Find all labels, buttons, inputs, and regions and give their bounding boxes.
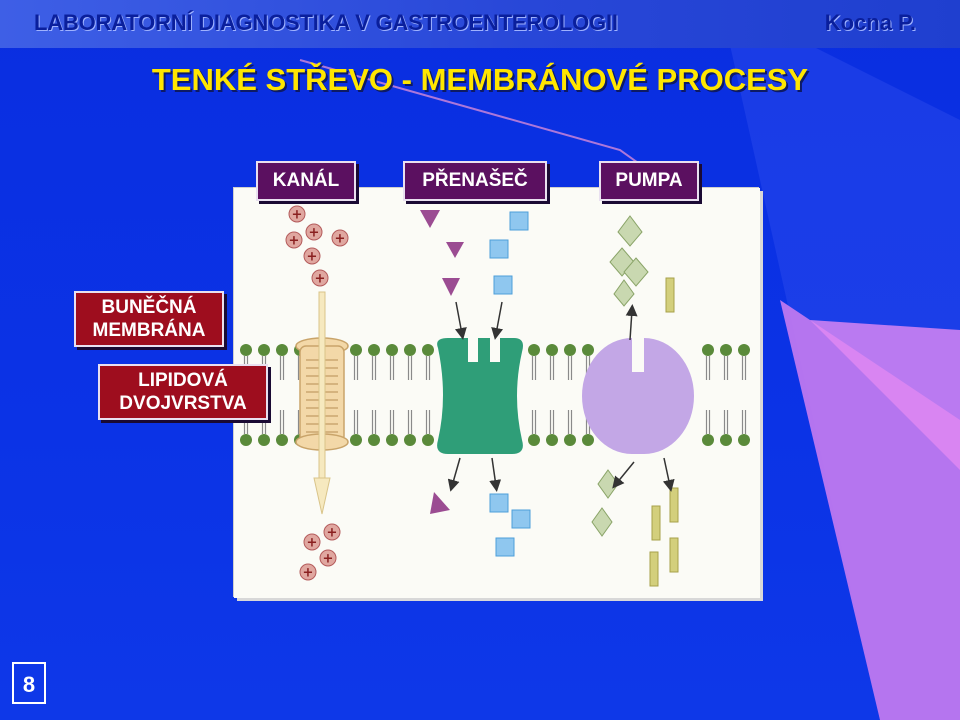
header-title: LABORATORNÍ DIAGNOSTIKA V GASTROENTEROLO… bbox=[34, 10, 618, 35]
slide-title: TENKÉ STŘEVO - MEMBRÁNOVÉ PROCESY bbox=[151, 62, 809, 97]
carrier-protein bbox=[420, 210, 531, 557]
lipid-bilayer-label-line1: LIPIDOVÁ bbox=[138, 370, 228, 391]
carrier-label: PŘENAŠEČ bbox=[403, 161, 547, 201]
membrane-diagram: + bbox=[234, 188, 760, 598]
cell-membrane-label-line1: BUNĚČNÁ bbox=[101, 297, 197, 318]
lipid-bilayer-label-line2: DVOJVRSTVA bbox=[119, 393, 247, 414]
pump-protein bbox=[582, 215, 694, 587]
cell-membrane-label: BUNĚČNÁ MEMBRÁNA bbox=[74, 291, 224, 347]
channel-label: KANÁL bbox=[256, 161, 356, 201]
cell-membrane-label-line2: MEMBRÁNA bbox=[92, 320, 206, 341]
ion-channel bbox=[295, 291, 349, 515]
membrane-illustration: + bbox=[239, 205, 751, 587]
lipid-bilayer-label: LIPIDOVÁ DVOJVRSTVA bbox=[98, 364, 268, 420]
header-bar bbox=[0, 0, 960, 48]
header-author: Kocna P. bbox=[824, 10, 916, 35]
pump-label: PUMPA bbox=[599, 161, 699, 201]
page-number: 8 bbox=[12, 662, 46, 704]
